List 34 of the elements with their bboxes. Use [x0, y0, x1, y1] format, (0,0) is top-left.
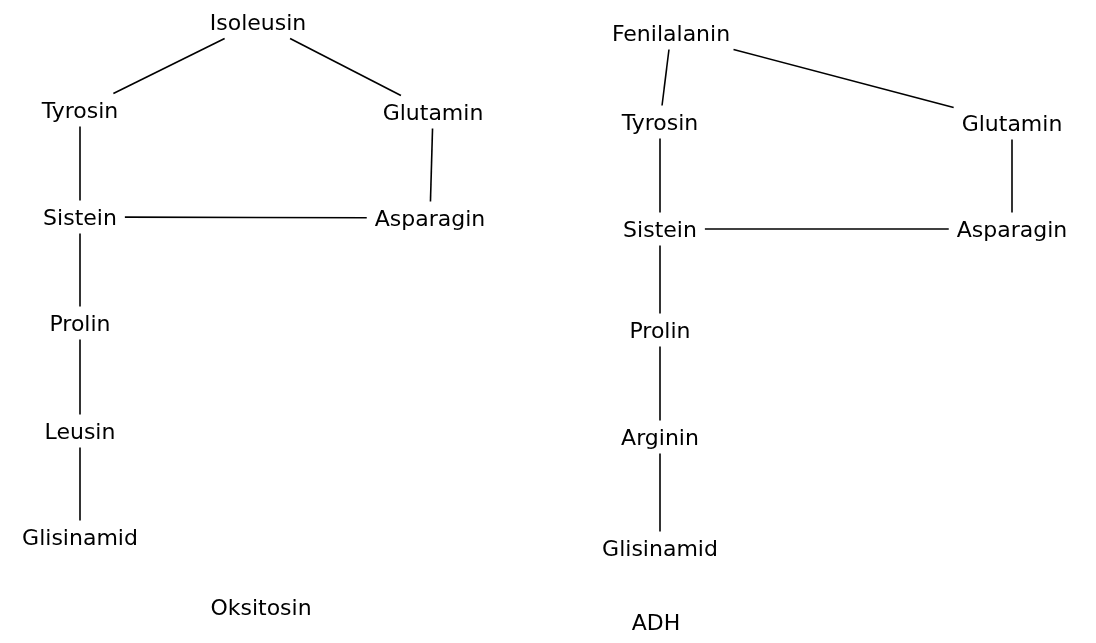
- connector-line: [661, 48, 670, 107]
- connector-line: [112, 37, 226, 95]
- diagram-caption: Oksitosin: [210, 594, 312, 620]
- node-label: Asparagin: [952, 214, 1072, 244]
- connector-line: [659, 244, 661, 315]
- node-label: Isoleusin: [205, 7, 311, 37]
- node-label: Leusin: [40, 416, 120, 446]
- node-label: Fenilalanin: [607, 18, 735, 48]
- connector-line: [1011, 138, 1013, 214]
- connector-line: [289, 37, 402, 97]
- node-label: Arginin: [617, 422, 703, 452]
- connector-line: [79, 125, 81, 202]
- node-label: Sistein: [39, 202, 121, 232]
- diagram-caption: ADH: [631, 609, 681, 635]
- connector-line: [429, 127, 434, 203]
- node-label: Sistein: [619, 214, 701, 244]
- node-label: Asparagin: [370, 203, 490, 233]
- node-label: Tyrosin: [37, 95, 123, 125]
- node-label: Glutamin: [957, 108, 1067, 138]
- connector-line: [79, 232, 81, 308]
- node-label: Prolin: [625, 315, 695, 345]
- connector-line: [659, 137, 661, 214]
- connector-line: [732, 48, 955, 109]
- connector-line: [704, 228, 950, 230]
- connector-line: [79, 338, 81, 416]
- node-label: Glisinamid: [18, 522, 142, 552]
- connector-line: [659, 452, 661, 533]
- connector-line: [79, 446, 81, 522]
- node-label: Prolin: [45, 308, 115, 338]
- node-label: Glisinamid: [598, 533, 722, 563]
- node-label: Tyrosin: [617, 107, 703, 137]
- connector-line: [659, 345, 661, 422]
- node-label: Glutamin: [378, 97, 488, 127]
- connector-line: [124, 216, 368, 219]
